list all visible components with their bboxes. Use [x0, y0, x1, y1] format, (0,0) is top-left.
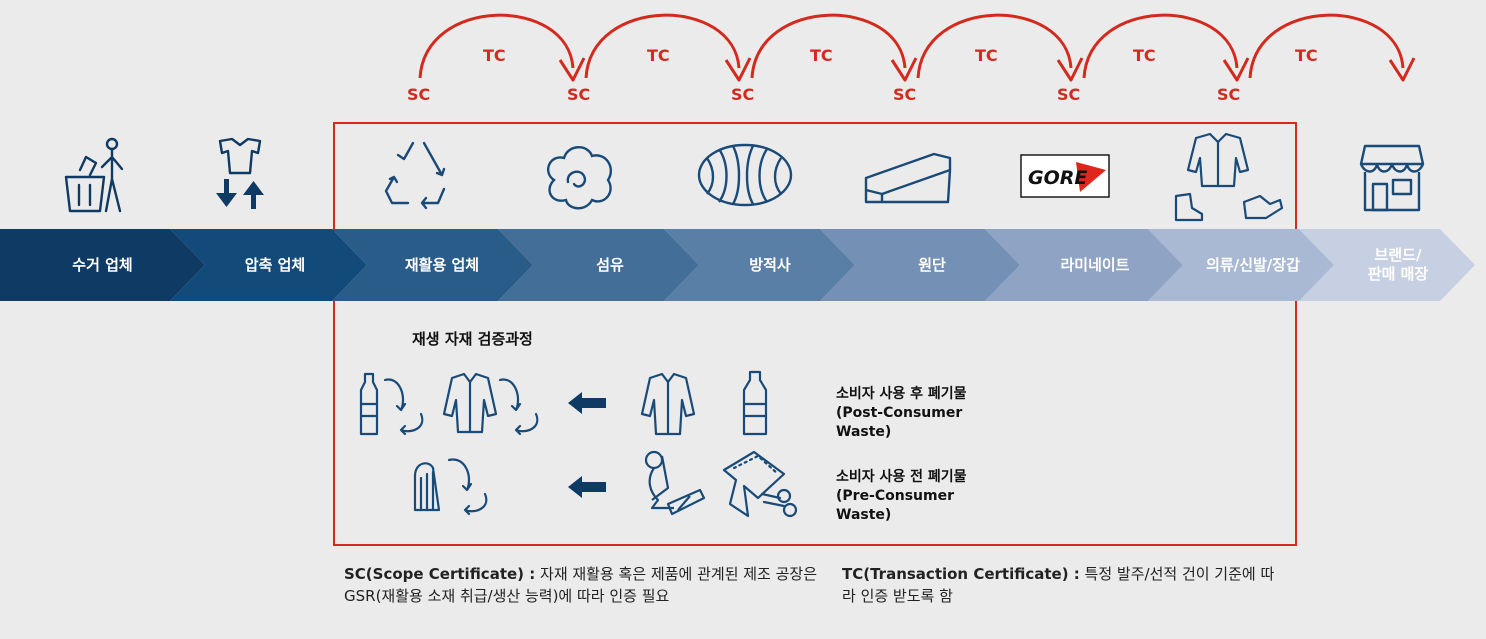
fiber-cotton-icon	[547, 146, 613, 210]
arc-4	[916, 13, 1084, 82]
store-icon	[1359, 144, 1425, 212]
cutting-scissors-icon	[722, 450, 798, 518]
chevron-step-3	[332, 229, 533, 301]
sc-label: SC	[567, 85, 590, 104]
pre-consumer-label: 소비자 사용 전 폐기물 (Pre-Consumer Waste)	[836, 469, 967, 523]
verification-title: 재생 자재 검증과정	[412, 330, 533, 348]
bottle-recycle-icon	[359, 372, 424, 436]
tc-label: TC	[810, 46, 833, 65]
tc-definition: TC(Transaction Certificate) : 특정 발주/선적 건…	[842, 563, 1282, 607]
sc-description: 자재 재활용 혹은 제품에 관계된 제조 공장은 GSR(재활용 소재 취급/생…	[344, 565, 818, 605]
tc-term: TC(Transaction Certificate) :	[842, 565, 1080, 583]
step-label-fabric: 원단	[918, 255, 946, 274]
fabric-recycle-icon	[413, 458, 488, 516]
tc-label: TC	[647, 46, 670, 65]
post-consumer-label: 소비자 사용 후 폐기물 (Post-Consumer Waste)	[836, 386, 967, 440]
step-label-yarn: 방적사	[749, 255, 791, 274]
tc-description: 특정 발주/선적 건이 기준에 따라 인증 받도록 함	[842, 565, 1275, 605]
chevron-step-2	[170, 229, 367, 301]
chevron-step-4	[498, 229, 699, 301]
chevron-step-6	[820, 229, 1020, 301]
tc-label: TC	[1133, 46, 1156, 65]
yarn-ball-icon	[697, 143, 793, 207]
left-arrow-icon	[568, 392, 606, 414]
sc-term: SC(Scope Certificate) :	[344, 565, 536, 583]
sc-label: SC	[1057, 85, 1080, 104]
certification-flow: TC TC TC TC TC TC SC SC SC SC SC SC	[407, 13, 1416, 104]
chevron-step-1	[0, 229, 205, 301]
step-label-laminate: 라미네이트	[1060, 255, 1130, 274]
step-label-fiber: 섬유	[596, 255, 624, 274]
tc-label: TC	[483, 46, 506, 65]
step-label-recycler: 재활용 업체	[404, 255, 480, 274]
recycle-icon	[384, 141, 446, 210]
step-label-apparel: 의류/신발/장갑	[1206, 255, 1300, 274]
sc-label: SC	[407, 85, 430, 104]
bottle-icon	[742, 370, 768, 436]
chevron-step-5	[664, 229, 855, 301]
step-label-collector: 수거 업체	[72, 255, 133, 274]
trash-disposal-icon	[64, 137, 124, 213]
gore-logo: GORE	[1020, 154, 1110, 198]
chevron-step-7	[985, 229, 1183, 301]
left-arrow-icon	[568, 476, 606, 498]
step-label-compressor: 압축 업체	[244, 255, 306, 274]
jacket-icon	[640, 372, 696, 436]
sc-definition: SC(Scope Certificate) : 자재 재활용 혹은 제품에 관계…	[344, 563, 829, 607]
jacket-recycle-icon	[442, 372, 539, 436]
sc-label: SC	[731, 85, 754, 104]
gore-logo-text: GORE	[1028, 167, 1087, 189]
arc-3	[750, 13, 918, 82]
step-label-brand: 브랜드/ 판매 매장	[1367, 246, 1429, 283]
sc-label: SC	[1217, 85, 1240, 104]
arc-6	[1248, 13, 1416, 82]
fabric-scraps-icon	[644, 450, 706, 516]
sc-label: SC	[893, 85, 916, 104]
tc-label: TC	[1295, 46, 1318, 65]
process-chevron-bar	[0, 229, 1475, 301]
apparel-jacket-boot-glove-icon	[1174, 132, 1284, 222]
chevron-step-9	[1299, 229, 1475, 301]
chevron-step-8	[1148, 229, 1334, 301]
arc-5	[1082, 13, 1250, 82]
certification-scope-box	[333, 122, 1297, 546]
compress-garment-icon	[216, 137, 264, 209]
tc-label: TC	[975, 46, 998, 65]
fabric-roll-icon	[864, 152, 952, 204]
